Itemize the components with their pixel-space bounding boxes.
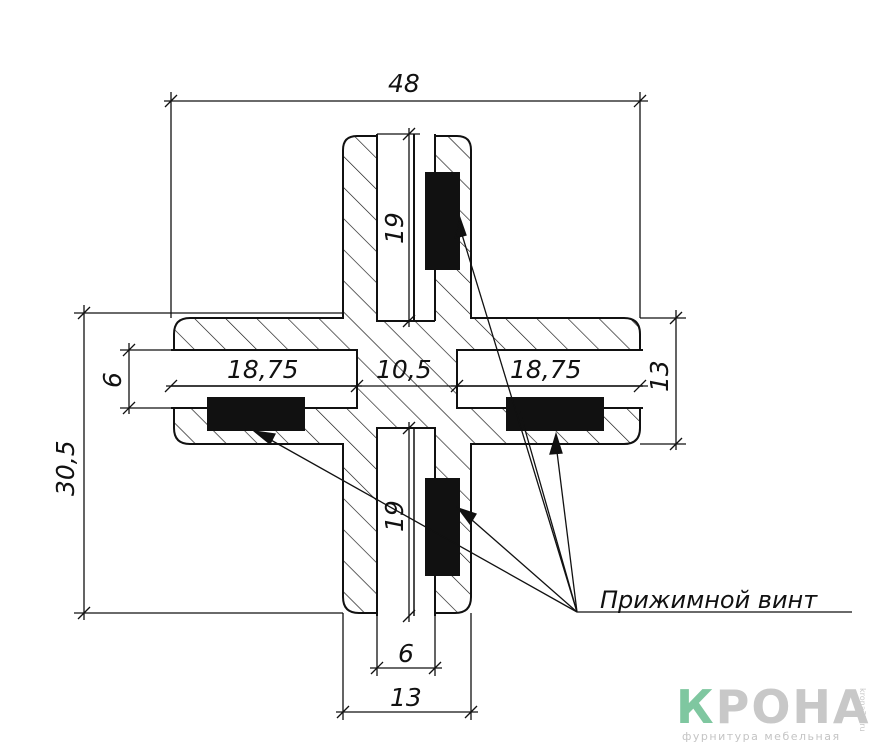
dim-arm-thickness-bottom: 13: [390, 683, 422, 712]
dim-overall-width: 48: [388, 69, 420, 98]
dim-slot-width-bottom: 6: [398, 639, 414, 668]
logo-tagline: фурнитура мебельная: [682, 730, 841, 743]
logo-side-text: krona27.ru: [858, 688, 867, 732]
screw-top: [425, 172, 460, 270]
screw-bottom: [425, 478, 460, 576]
dim-arm-thickness-right: 13: [645, 360, 674, 392]
slot-top-outline: [376, 134, 415, 322]
screw-left: [207, 397, 305, 431]
dim-slot-depth-left: 18,75: [227, 355, 299, 384]
dim-slot-depth-bottom: 19: [380, 500, 409, 532]
logo-rest-letters: РОНА: [715, 680, 871, 734]
dim-slot-depth-top: 19: [380, 212, 409, 244]
logo-wordmark: КРОНА: [676, 682, 871, 732]
dim-slot-width-left: 6: [98, 372, 127, 388]
dim-overall-height: 30,5: [51, 440, 80, 496]
callout-clamp-screw: Прижимной винт: [600, 586, 818, 614]
dimension-labels: 48 30,5 6 18,75 10,5 18,75 13 19 19 6 13: [51, 69, 674, 712]
dim-slot-depth-right: 18,75: [510, 355, 582, 384]
clamp-screws: [207, 172, 604, 576]
dim-center-width: 10,5: [376, 355, 432, 384]
callout-leaders: [251, 215, 852, 613]
profile-vertical-arm: [173, 135, 641, 614]
krona-logo: КРОНА фурнитура мебельная krona27.ru: [676, 682, 886, 748]
logo-first-letter: К: [676, 680, 716, 734]
screw-right: [506, 397, 604, 431]
dimension-lines: [74, 92, 686, 720]
